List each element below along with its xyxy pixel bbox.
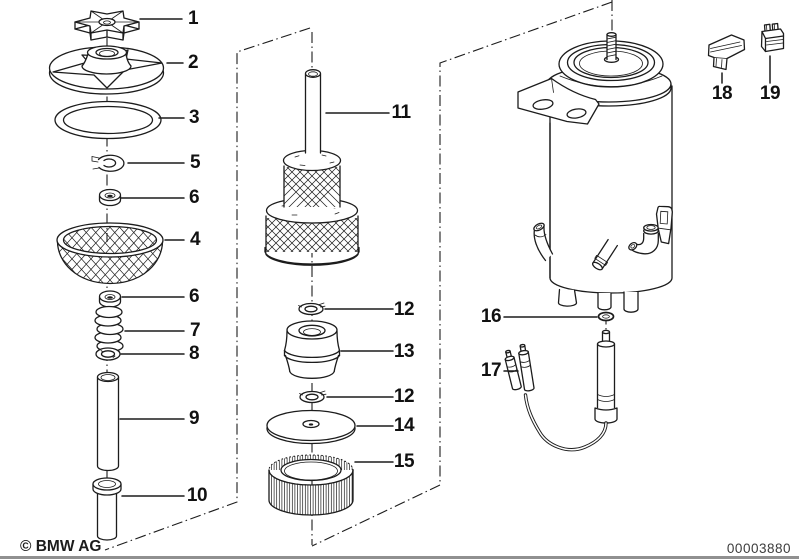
callout-6-upper[interactable]: 6: [188, 187, 200, 208]
bottom-divider: [0, 556, 799, 559]
part-plug-connector: [760, 22, 785, 53]
copyright-notice: © BMW AG: [20, 538, 102, 555]
part-lock-washer-lower: [298, 390, 327, 404]
callout-17[interactable]: 17: [480, 360, 502, 381]
callout-12-upper[interactable]: 12: [393, 299, 415, 320]
tank-side-tab: [655, 205, 673, 245]
callout-8[interactable]: 8: [188, 343, 200, 364]
tank-left-pipe: [533, 222, 554, 262]
part-clamp-clip: [707, 34, 746, 71]
tank-drain-nozzle: [591, 238, 618, 271]
callout-6-lower[interactable]: 6: [188, 286, 200, 307]
callout-10[interactable]: 10: [186, 485, 208, 506]
callout-13[interactable]: 13: [393, 341, 415, 362]
callout-7[interactable]: 7: [189, 320, 201, 341]
sensor-lead-pins: [504, 343, 535, 392]
tank-stud: [603, 32, 620, 63]
part-filter-assembly: [264, 69, 360, 266]
callout-4[interactable]: 4: [189, 229, 201, 250]
callout-1[interactable]: 1: [187, 8, 199, 29]
callout-3[interactable]: 3: [188, 107, 200, 128]
callout-11[interactable]: 11: [391, 102, 411, 123]
tank-elbow-pipe: [628, 223, 659, 255]
callout-2[interactable]: 2: [187, 52, 199, 73]
part-grommet-lower: [98, 290, 122, 308]
callout-15[interactable]: 15: [393, 451, 415, 472]
part-lock-washer-upper: [298, 302, 326, 316]
part-filter-element: [268, 454, 354, 516]
tank-bottom-nubs: [557, 288, 639, 313]
divider-line-left: [104, 27, 311, 551]
callout-19[interactable]: 19: [759, 83, 781, 104]
callout-14[interactable]: 14: [393, 415, 415, 436]
part-pipe-long: [96, 371, 120, 472]
divider-line-right: [311, 1, 613, 547]
part-disc-washer: [266, 409, 356, 445]
axis-lines: [106, 0, 614, 545]
callout-18[interactable]: 18: [711, 83, 733, 104]
part-cover: [48, 45, 165, 95]
part-cap-nut: [74, 10, 140, 41]
part-damper-bushing: [283, 320, 341, 380]
part-grommet-upper: [98, 188, 122, 207]
part-spring: [94, 305, 124, 353]
image-number: 00003880: [726, 541, 791, 556]
part-pipe-short: [92, 477, 122, 541]
part-reservoir-tank: [517, 32, 673, 313]
part-strainer-bowl: [56, 222, 164, 285]
callout-9[interactable]: 9: [188, 408, 200, 429]
part-o-ring: [597, 311, 615, 322]
callout-12-lower[interactable]: 12: [393, 386, 415, 407]
part-washer: [95, 347, 121, 361]
part-sensor: [594, 329, 618, 424]
leader-lines: [119, 18, 771, 497]
callout-5[interactable]: 5: [189, 152, 201, 173]
sensor-cable: [523, 393, 608, 452]
part-retaining-clip: [91, 154, 125, 172]
part-sealing-ring: [54, 100, 162, 140]
callout-16[interactable]: 16: [480, 306, 502, 327]
